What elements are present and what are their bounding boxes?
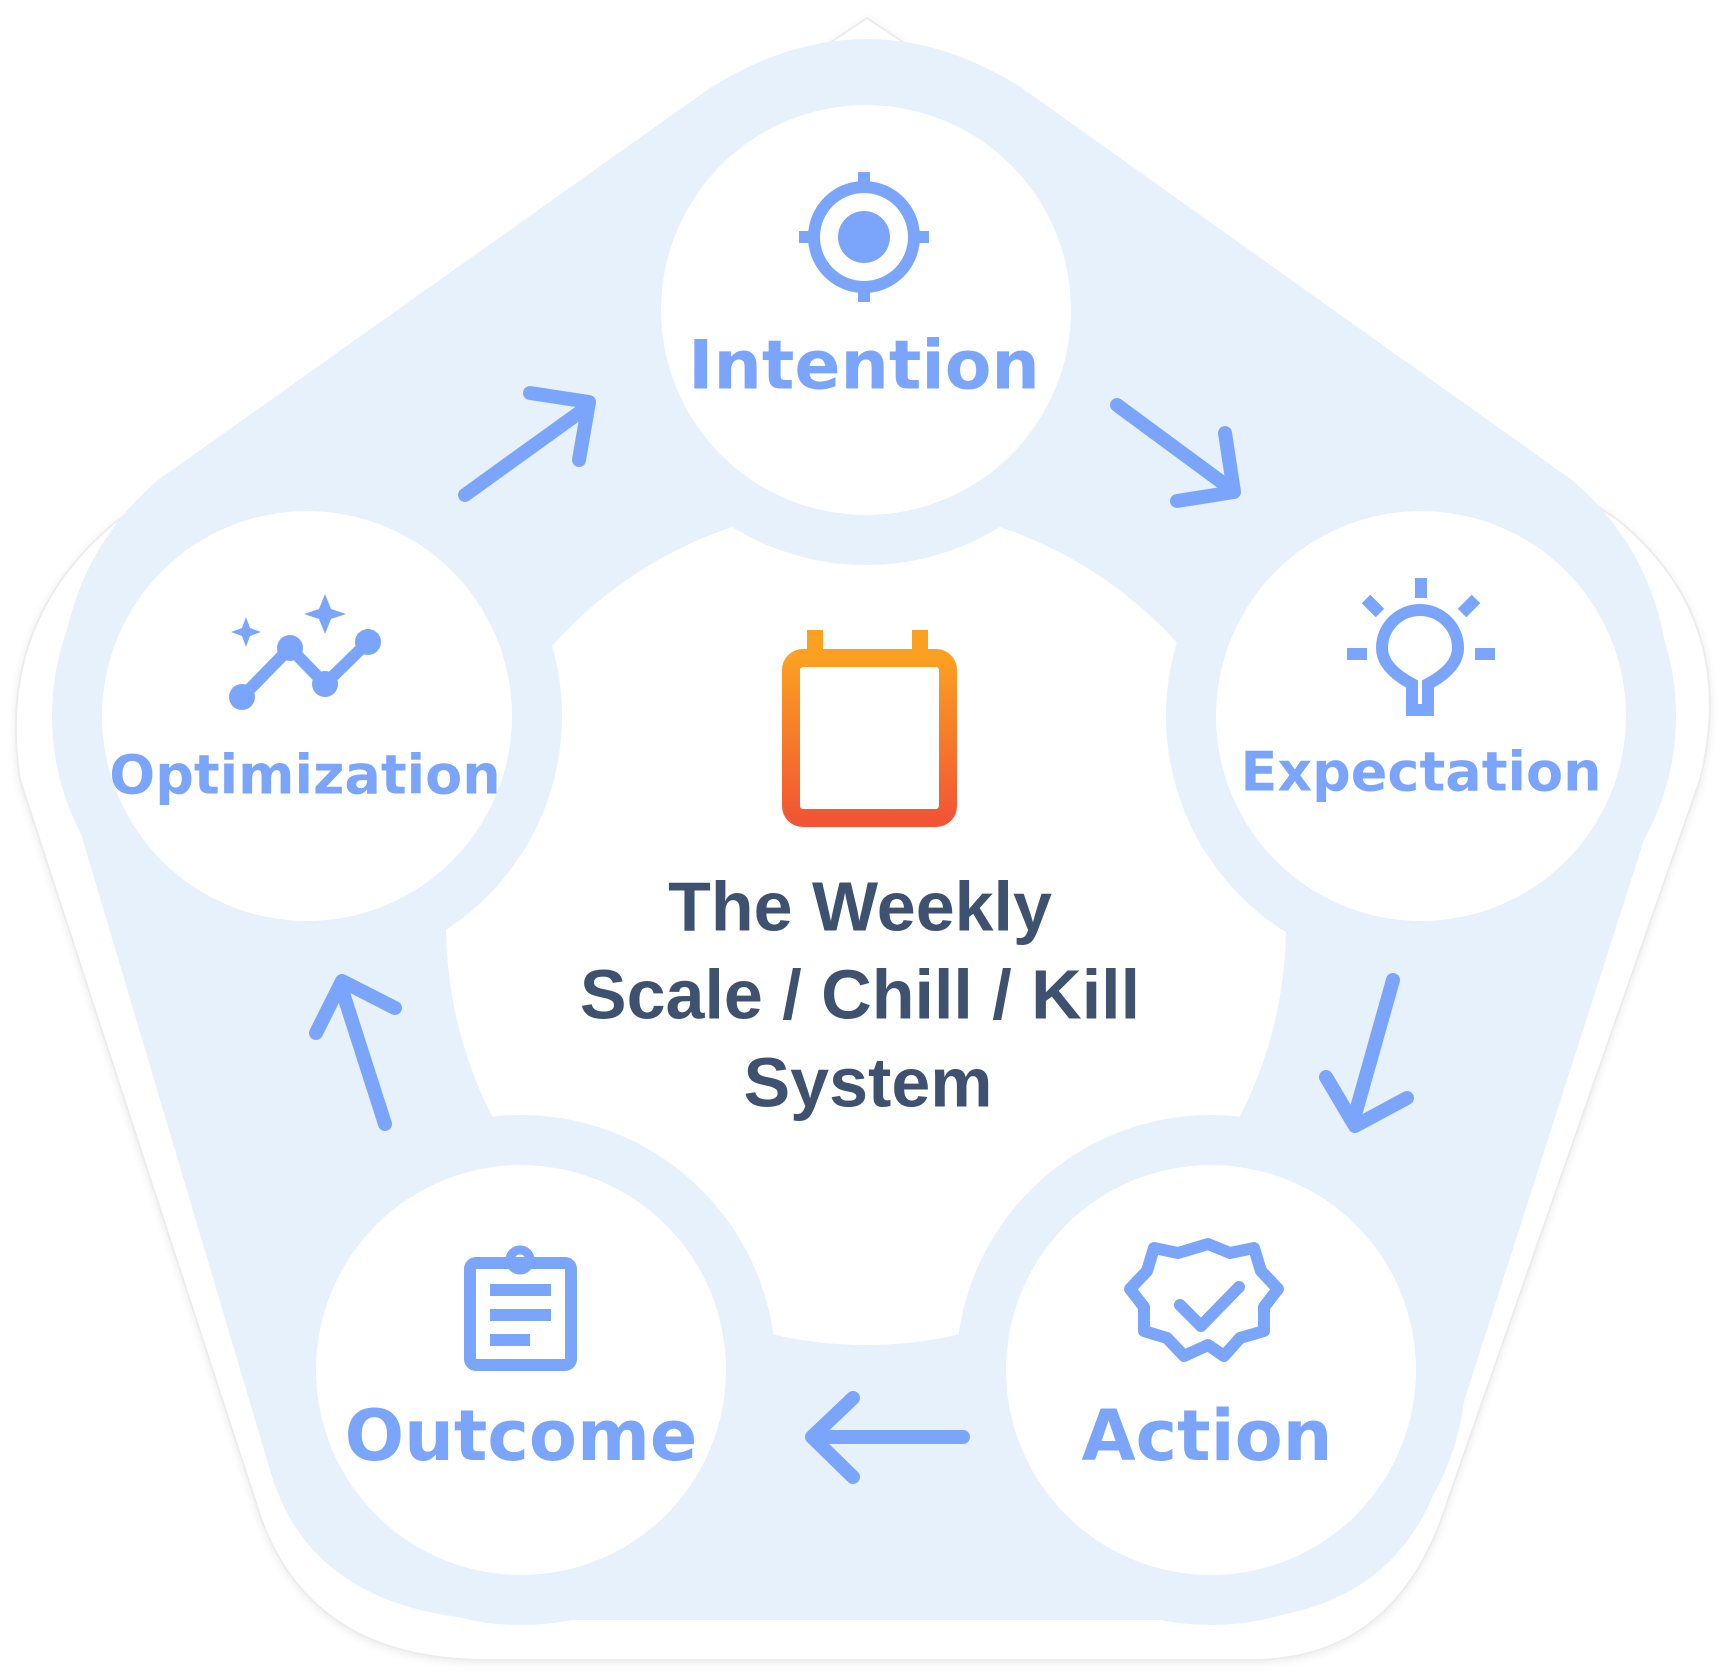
arrow-expectation-to-action [1319,973,1414,1133]
clipboard-icon [464,1245,577,1371]
arrow-intention-to-expectation [1110,398,1241,508]
title-line-3: System [743,1043,992,1121]
node-outcome: Outcome [345,1245,698,1477]
verified-badge-icon [1124,1238,1284,1362]
trend-sparkle-icon [229,594,381,710]
node-expectation: Expectation [1240,578,1602,804]
node-label-outcome: Outcome [345,1395,698,1477]
arrow-outcome-to-optimization [309,974,402,1131]
arrow-optimization-to-intention [458,386,596,502]
calendar-icon [782,630,957,827]
node-intention: Intention [688,172,1040,406]
node-label-action: Action [1081,1395,1332,1477]
lightbulb-icon [1347,578,1495,716]
node-optimization: Optimization [109,594,501,807]
node-circle-intention [661,105,1071,515]
node-action: Action [1081,1238,1333,1477]
arrow-action-to-outcome [805,1391,970,1484]
node-circle-action [1006,1165,1416,1575]
title-line-1: The Weekly [668,867,1052,945]
title-line-2: Scale / Chill / Kill [580,955,1140,1033]
node-label-optimization: Optimization [109,744,500,807]
center-area [446,505,1286,1345]
node-label-expectation: Expectation [1240,741,1601,804]
node-circle-optimization [102,511,512,921]
node-label-intention: Intention [688,327,1040,406]
target-icon [799,172,929,302]
